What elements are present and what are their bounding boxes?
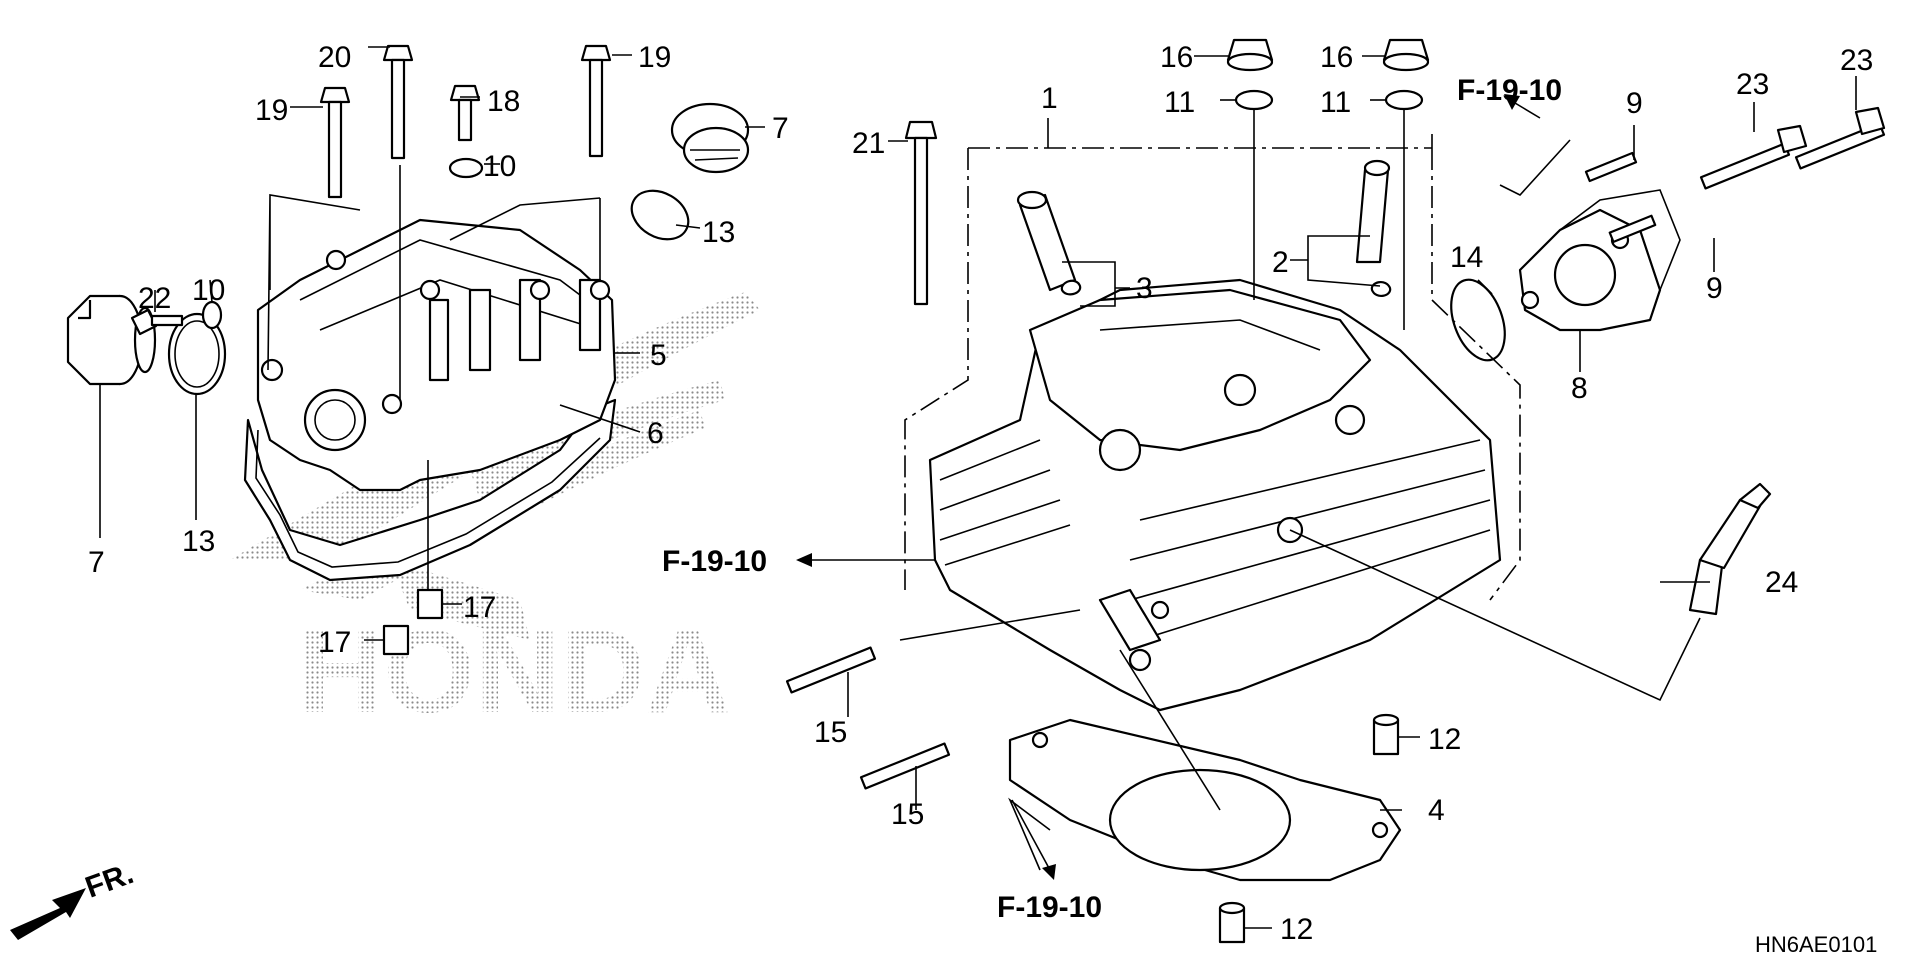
callout-21: 21 (852, 127, 885, 160)
stud-9-bottom (1608, 214, 1657, 243)
callout-7-right: 7 (772, 112, 789, 145)
callout-11-left: 11 (1164, 86, 1195, 119)
o-ring-13-left (167, 312, 227, 396)
callout-19-right: 19 (638, 41, 671, 74)
callout-16-left: 16 (1160, 41, 1193, 74)
washer-11-left (1234, 89, 1274, 111)
stud-15-lower (859, 742, 951, 790)
insulator-8 (1518, 189, 1681, 332)
callout-10-left: 10 (192, 274, 225, 307)
leader-lines (99, 46, 1857, 929)
cross-ref-arrows (796, 94, 1571, 880)
washer-10-top (448, 157, 484, 179)
cap-nut-16-right (1382, 38, 1430, 72)
callout-12-upper: 12 (1428, 723, 1461, 756)
callout-7-left: 7 (88, 546, 105, 579)
callout-15-lower: 15 (891, 798, 924, 831)
bolt-20 (382, 44, 414, 160)
cap-nut-16-left (1226, 38, 1274, 72)
callout-16-right: 16 (1320, 41, 1353, 74)
bolt-18 (449, 84, 481, 142)
diagram-code: HN6AE0101 (1755, 932, 1877, 957)
cylinder-head (928, 278, 1502, 712)
callout-20: 20 (318, 41, 351, 74)
o-ring-13-right (630, 189, 690, 241)
cover-plug-right (670, 102, 750, 174)
callout-17-left: 17 (318, 626, 351, 659)
dowel-12-lower (1218, 901, 1246, 944)
callout-2: 2 (1272, 246, 1289, 279)
callout-5: 5 (650, 339, 667, 372)
head-gasket-4 (1008, 718, 1402, 882)
callout-23-right: 23 (1840, 44, 1873, 77)
spark-plug-24 (1688, 482, 1772, 616)
callout-17-right: 17 (463, 591, 496, 624)
callout-13-right: 13 (702, 216, 735, 249)
front-arrow-icon (10, 888, 86, 940)
front-mark: FR. (81, 857, 138, 905)
callout-14: 14 (1450, 241, 1483, 274)
bolt-19-left (319, 86, 351, 199)
callout-11-right: 11 (1320, 86, 1351, 119)
callout-22: 22 (138, 282, 171, 315)
bolt-22 (130, 308, 184, 336)
callout-18: 18 (487, 85, 520, 118)
washer-11-right (1384, 89, 1424, 111)
dowel-17-right (416, 588, 444, 620)
callout-13-left: 13 (182, 525, 215, 558)
bolt-23-left (1699, 124, 1808, 190)
callout-23-left: 23 (1736, 68, 1769, 101)
callout-1: 1 (1041, 82, 1058, 115)
callout-labels: 1 2 3 4 5 6 7 7 8 9 9 10 10 11 11 12 12 … (88, 41, 1873, 946)
cross-ref-label-middle-left: F-19-10 (662, 545, 767, 578)
callout-6: 6 (647, 417, 664, 450)
assembly-outline (904, 130, 1521, 601)
callout-12-lower: 12 (1280, 913, 1313, 946)
callout-24: 24 (1765, 566, 1798, 599)
stud-15-upper (785, 646, 877, 694)
valve-guide-2 (1355, 159, 1392, 297)
callout-10-top: 10 (483, 150, 516, 183)
cross-ref-label-top-right: F-19-10 (1457, 74, 1562, 107)
valve-guide-3 (1016, 190, 1082, 296)
cylinder-head-cover (243, 218, 617, 582)
o-ring-14 (1450, 278, 1506, 362)
bolt-21 (904, 120, 938, 306)
bolt-19-right (580, 44, 612, 158)
callout-15-upper: 15 (814, 716, 847, 749)
callout-9-top: 9 (1626, 87, 1643, 120)
callout-4: 4 (1428, 794, 1445, 827)
cross-ref-label-bottom: F-19-10 (997, 891, 1102, 924)
callout-8: 8 (1571, 372, 1588, 405)
honda-watermark-text: HONDA (298, 606, 731, 738)
callout-19-left: 19 (255, 94, 288, 127)
bolt-23-right (1794, 106, 1886, 170)
stud-9-top (1584, 151, 1638, 183)
dowel-12-upper (1372, 713, 1400, 756)
callout-9-bottom: 9 (1706, 272, 1723, 305)
callout-3: 3 (1136, 272, 1153, 305)
dowel-17-left (382, 624, 410, 656)
